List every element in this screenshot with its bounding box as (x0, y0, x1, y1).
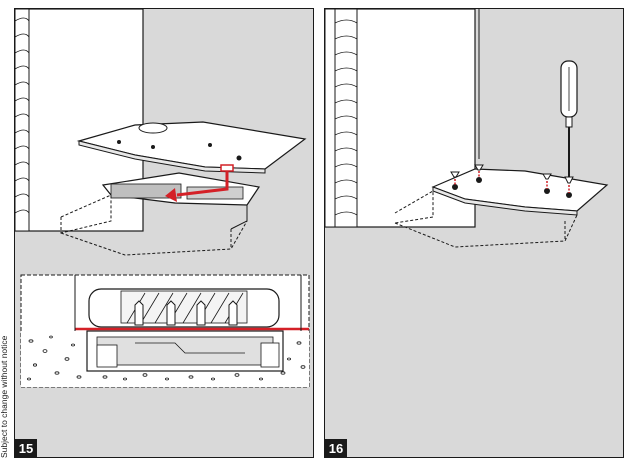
closer-housing (60, 172, 261, 256)
step-15-panel: 15 (14, 8, 314, 458)
cross-section-view (20, 274, 310, 388)
step-15-illustration (15, 9, 310, 388)
wall (15, 9, 144, 232)
disclaimer-text: Subject to change without notice (0, 335, 9, 458)
screwdriver-icon (560, 60, 578, 184)
step-number-badge: 15 (15, 439, 37, 457)
mounting-plate (76, 121, 307, 174)
step-16-panel: 16 (324, 8, 624, 458)
installed-plate (394, 168, 609, 248)
step-16-illustration (325, 9, 609, 248)
screw-icon (134, 300, 238, 326)
screw-icon (450, 164, 570, 193)
step-number-badge: 16 (325, 439, 347, 457)
arrow-icon (165, 164, 234, 202)
